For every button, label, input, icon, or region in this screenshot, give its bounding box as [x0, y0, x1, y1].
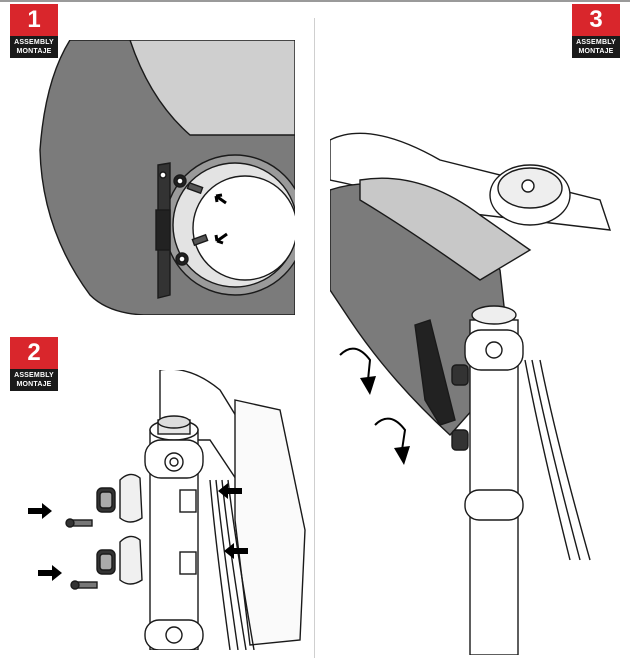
step-2-badge: 2 ASSEMBLY MONTAJE	[10, 337, 58, 391]
screw-lower-icon	[175, 233, 209, 266]
top-border	[0, 0, 630, 2]
step-label-es: MONTAJE	[578, 48, 614, 55]
curved-arrow-icon	[374, 417, 407, 451]
step-number: 1	[10, 4, 58, 36]
arrow-icon	[214, 193, 227, 205]
arrow-icon	[38, 565, 62, 581]
step-number: 3	[572, 4, 620, 36]
curved-arrow-icon	[339, 347, 372, 381]
screw-upper-icon	[173, 174, 204, 195]
fork-tab	[179, 551, 197, 575]
step-label-es: MONTAJE	[16, 381, 52, 388]
headlight-hole	[192, 175, 295, 281]
step-number: 2	[10, 337, 58, 369]
step-1-badge: 1 ASSEMBLY MONTAJE	[10, 4, 58, 58]
screw-lower-icon	[70, 580, 98, 590]
bracket-icon	[414, 319, 456, 426]
step-3-badge: 3 ASSEMBLY MONTAJE	[572, 4, 620, 58]
step-label: ASSEMBLY MONTAJE	[10, 36, 58, 58]
grommet-lower-icon	[96, 535, 143, 585]
illustration-step-2	[28, 370, 306, 650]
step-label-en: ASSEMBLY	[14, 372, 54, 379]
step-label-es: MONTAJE	[16, 48, 52, 55]
grommet-upper-icon	[96, 473, 143, 523]
illustration-step-3	[330, 132, 612, 655]
step-label: ASSEMBLY MONTAJE	[10, 369, 58, 391]
panel-divider	[314, 18, 315, 658]
step-label: ASSEMBLY MONTAJE	[572, 36, 620, 58]
step-label-en: ASSEMBLY	[576, 39, 616, 46]
arrow-icon	[214, 232, 228, 245]
arrow-icon	[218, 483, 242, 499]
screw-upper-icon	[65, 518, 93, 528]
windshield-region	[129, 40, 295, 136]
fork-tab	[179, 489, 197, 513]
illustration-step-1	[39, 40, 295, 315]
arrow-icon	[28, 503, 52, 519]
step-label-en: ASSEMBLY	[14, 39, 54, 46]
fork-tube	[469, 319, 519, 655]
arrow-icon	[224, 543, 248, 559]
